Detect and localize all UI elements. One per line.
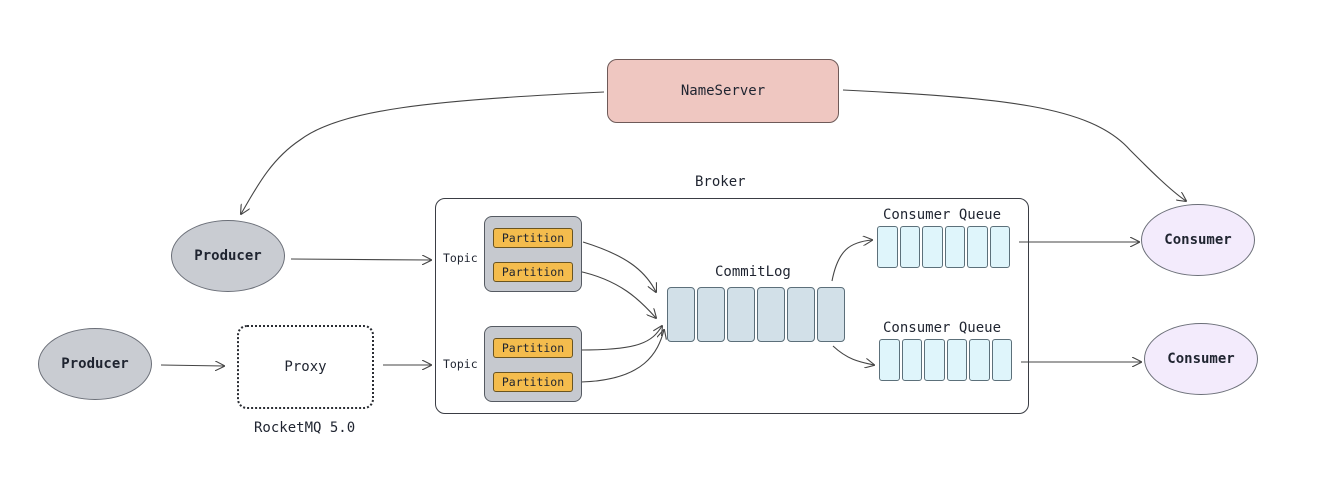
consumer-node-2: Consumer [1144,323,1258,395]
queue-cell [757,287,785,342]
queue-cell [991,339,1012,381]
queue-cell [787,287,815,342]
producer-label: Producer [61,356,129,372]
producer-node-1: Producer [171,220,285,292]
consumer-node-1: Consumer [1141,204,1255,276]
broker-container [435,198,1029,414]
queue-cell [969,339,990,381]
queue-cell [946,339,967,381]
nameserver-label: NameServer [680,83,766,99]
consumer-queue-label: Consumer Queue [883,207,1002,223]
queue-cell [967,226,988,268]
rocketmq-version-caption: RocketMQ 5.0 [254,420,356,436]
queue-cell [901,339,922,381]
queue-cell [944,226,965,268]
producer-node-2: Producer [38,328,152,400]
edge-nameserver-producer [241,91,605,214]
proxy-node: Proxy [237,325,374,409]
consumer-label: Consumer [1167,351,1235,367]
partition-box: Partition [493,262,573,282]
consumer-queue-cells-2 [879,339,1014,381]
edge-nameserver-consumer [842,89,1186,201]
proxy-label: Proxy [284,359,327,375]
queue-cell [922,226,943,268]
queue-cell [697,287,725,342]
queue-cell [817,287,845,342]
queue-cell [877,226,898,268]
queue-cell [879,339,900,381]
commitlog-label: CommitLog [715,264,791,280]
partition-box: Partition [493,228,573,248]
commitlog-cells [667,287,847,342]
queue-cell [667,287,695,342]
topic-label: Topic [443,251,478,265]
edge-producer-proxy [160,365,224,366]
queue-cell [899,226,920,268]
topic-box-1: Partition Partition [484,216,582,292]
topic-box-2: Partition Partition [484,326,582,402]
partition-box: Partition [493,338,573,358]
nameserver-node: NameServer [607,59,839,123]
consumer-queue-cells-1 [877,226,1012,268]
broker-label: Broker [695,174,746,190]
queue-cell [727,287,755,342]
queue-cell [989,226,1010,268]
partition-box: Partition [493,372,573,392]
edge-producer-topic [290,259,431,260]
queue-cell [924,339,945,381]
producer-label: Producer [194,248,262,264]
topic-label: Topic [443,357,478,371]
consumer-queue-label: Consumer Queue [883,320,1002,336]
consumer-label: Consumer [1164,232,1232,248]
